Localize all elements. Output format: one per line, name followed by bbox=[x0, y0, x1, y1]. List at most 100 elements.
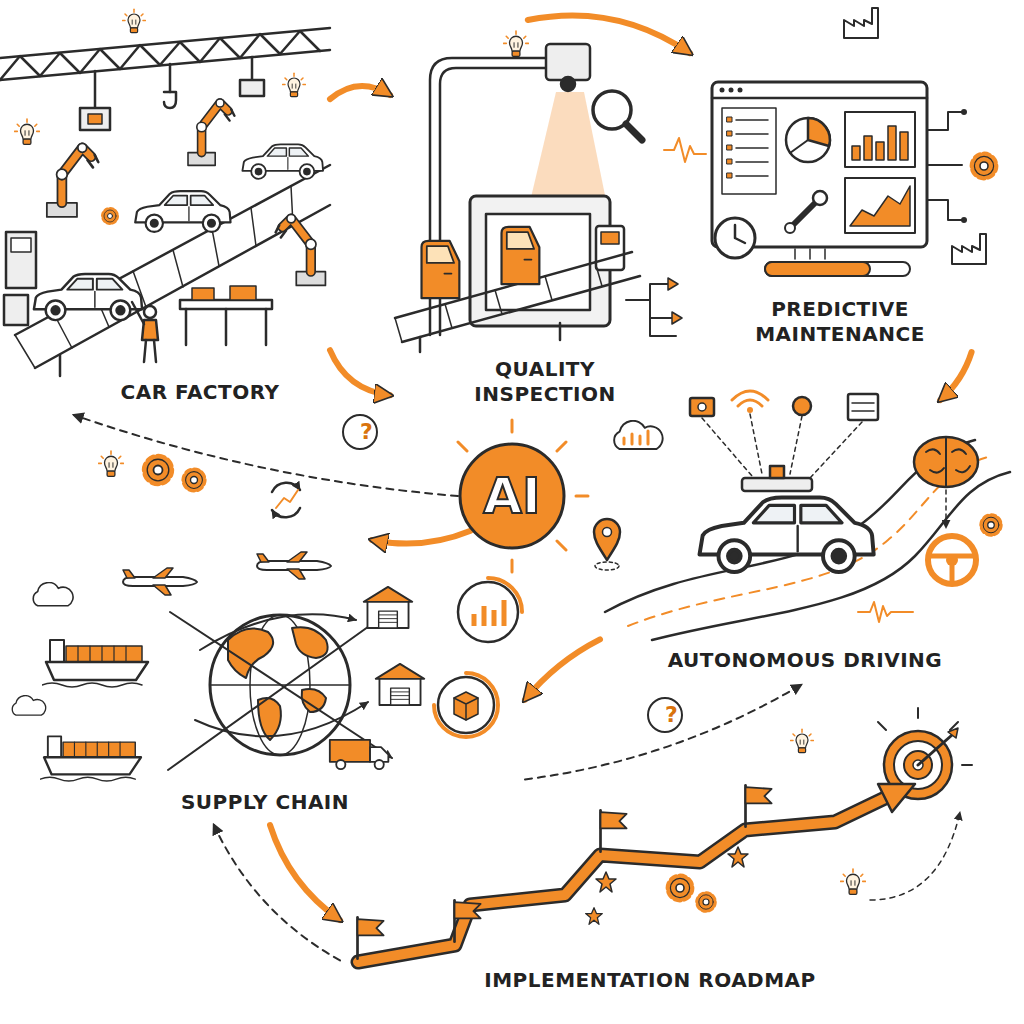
autonomous-driving-scene bbox=[732, 391, 768, 406]
car-factory-scene bbox=[180, 300, 272, 309]
autonomous-driving-scene bbox=[848, 394, 878, 420]
autonomous-driving-scene bbox=[702, 414, 862, 478]
supply-chain-scene bbox=[123, 568, 197, 595]
autonomous-driving-scene bbox=[594, 519, 620, 560]
supply-chain-scene bbox=[364, 587, 413, 628]
autonomous-driving-scene bbox=[614, 421, 662, 449]
roadmap-scene bbox=[358, 798, 885, 962]
ai-side-icons bbox=[99, 415, 377, 517]
car-factory-scene bbox=[0, 31, 320, 80]
quality-inspection-scene bbox=[504, 31, 529, 56]
supply-chain-scene bbox=[228, 628, 273, 678]
autonomous-driving-scene bbox=[945, 490, 947, 528]
roadmap-scene bbox=[746, 785, 772, 826]
scene-area: AUTONOMOUS DRIVING bbox=[600, 400, 1010, 685]
supply-chain-scene bbox=[12, 552, 522, 781]
scene-area: SUPPLY CHAIN bbox=[15, 540, 525, 825]
predictive-maintenance-scene bbox=[720, 88, 725, 93]
autonomous-driving-scene bbox=[930, 556, 974, 582]
ai-side-icons bbox=[276, 490, 298, 508]
predictive-maintenance-scene bbox=[850, 186, 910, 226]
scene-area: CAR FACTORY bbox=[10, 10, 330, 415]
quality-inspection-scene bbox=[626, 284, 676, 336]
roadmap-scene bbox=[791, 729, 814, 752]
autonomous-driving-scene bbox=[595, 562, 619, 570]
scene-title: CAR FACTORY bbox=[117, 379, 284, 406]
car-factory-scene bbox=[15, 119, 40, 144]
dashed-flow-arrow bbox=[214, 825, 340, 960]
drawing bbox=[0, 8, 1010, 962]
roadmap-scene bbox=[698, 894, 715, 911]
car-factory-scene bbox=[276, 214, 326, 285]
flow-arrow bbox=[525, 639, 600, 699]
hub-circle-outline bbox=[460, 444, 564, 548]
scene-title: IMPLEMENTATION ROADMAP bbox=[480, 967, 820, 994]
autonomous-driving-scene bbox=[928, 536, 976, 584]
ai-side-icons bbox=[272, 508, 300, 517]
car-factory-scene bbox=[80, 108, 110, 130]
roadmap-scene bbox=[596, 872, 616, 892]
predictive-maintenance-scene bbox=[790, 140, 808, 153]
autonomous-driving-scene bbox=[982, 516, 1000, 534]
supply-chain-scene bbox=[12, 696, 45, 716]
scene-area: QUALITY INSPECTION bbox=[390, 20, 641, 415]
supply-chain-scene bbox=[458, 582, 518, 642]
predictive-maintenance-scene bbox=[961, 109, 967, 115]
car-factory-scene bbox=[135, 191, 230, 232]
car-factory-scene bbox=[59, 355, 62, 376]
predictive-maintenance-scene bbox=[845, 112, 915, 167]
car-factory-scene bbox=[103, 209, 117, 223]
predictive-maintenance-scene bbox=[736, 120, 768, 176]
quality-inspection-scene bbox=[420, 323, 560, 352]
supply-chain-scene bbox=[454, 698, 478, 720]
car-factory-scene bbox=[123, 9, 146, 32]
predictive-maintenance-scene bbox=[961, 217, 967, 223]
supply-chain-scene bbox=[434, 673, 498, 737]
quality-inspection-scene bbox=[626, 124, 642, 140]
predictive-maintenance-scene bbox=[727, 117, 732, 178]
supply-chain-scene bbox=[292, 627, 328, 658]
supply-chain-scene bbox=[488, 578, 522, 612]
supply-chain-scene bbox=[33, 583, 73, 606]
predictive-maintenance-scene bbox=[845, 178, 915, 233]
supply-chain-scene bbox=[200, 614, 356, 650]
roadmap-scene bbox=[648, 698, 682, 732]
supply-chain-scene bbox=[454, 692, 478, 720]
autonomous-driving-scene bbox=[603, 528, 612, 537]
autonomous-driving-scene bbox=[747, 407, 753, 413]
quality-inspection-scene bbox=[486, 214, 590, 310]
predictive-maintenance-scene bbox=[795, 249, 825, 259]
flow-arrow bbox=[940, 352, 971, 400]
roadmap-scene bbox=[870, 812, 960, 900]
flow-arrow bbox=[528, 15, 690, 53]
car-factory-scene bbox=[240, 80, 264, 96]
supply-chain-scene bbox=[42, 640, 148, 687]
autonomous-driving-scene bbox=[698, 403, 706, 411]
car-factory-scene bbox=[230, 286, 256, 300]
autonomous-driving-scene bbox=[652, 472, 1010, 640]
roadmap-scene bbox=[358, 698, 973, 962]
roadmap-scene bbox=[358, 917, 384, 958]
autonomous-driving-scene bbox=[926, 438, 970, 486]
quality-inspection-scene bbox=[422, 241, 460, 298]
car-factory-scene bbox=[4, 295, 28, 325]
quality-inspection-scene bbox=[561, 77, 575, 91]
scene-title: SUPPLY CHAIN bbox=[177, 789, 353, 816]
predictive-maintenance-scene bbox=[808, 118, 830, 146]
quality-inspection-scene bbox=[395, 31, 682, 352]
autonomous-driving-scene bbox=[594, 391, 1010, 640]
flow-arrow bbox=[330, 86, 390, 99]
roadmap-scene bbox=[728, 847, 748, 867]
car-factory-scene bbox=[0, 9, 330, 376]
predictive-maintenance-scene bbox=[852, 126, 908, 160]
scene-area: IMPLEMENTATION ROADMAP bbox=[340, 700, 1010, 1010]
hub-rays bbox=[458, 420, 588, 572]
ai-side-icons bbox=[272, 483, 300, 492]
roadmap-scene bbox=[918, 735, 952, 765]
roadmap-scene bbox=[455, 900, 481, 941]
autonomous-driving-scene bbox=[858, 602, 913, 622]
roadmap-scene bbox=[586, 908, 603, 925]
supply-chain-scene bbox=[474, 600, 504, 626]
autonomous-driving-scene bbox=[852, 403, 874, 411]
